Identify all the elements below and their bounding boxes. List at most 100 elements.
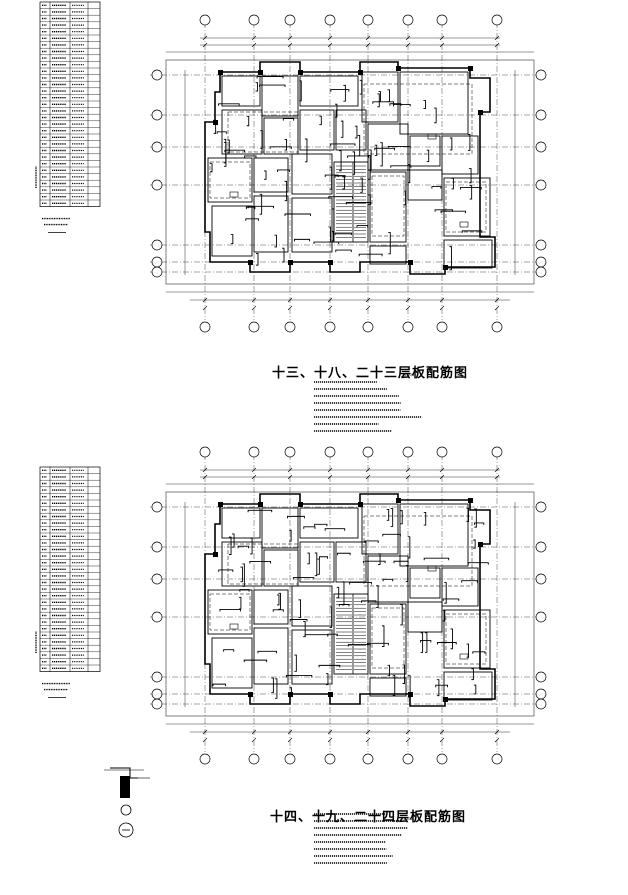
rebar-mark: [325, 673, 329, 686]
rebar-mark: [347, 155, 370, 158]
rebar-mark: [376, 585, 379, 608]
room-wall: [291, 197, 333, 253]
rebar-mark: [313, 241, 340, 245]
rebar-mark: [330, 89, 350, 92]
plan-scale-lower: 1:100: [403, 816, 414, 821]
rebar-mark: [218, 103, 240, 106]
rebar-schedule-2: [35, 466, 101, 698]
rebar-mark: [368, 154, 371, 180]
dimension-tick: [439, 297, 445, 303]
axis-bubble-left: [151, 256, 163, 268]
rebar-mark: [442, 598, 460, 601]
rebar-mark: [450, 628, 453, 650]
rebar-mark: [304, 138, 308, 163]
axis-bubble-right: [535, 239, 547, 251]
dimension-tick: [202, 729, 208, 735]
rebar-mark: [467, 562, 489, 565]
dimension-frame: [165, 59, 535, 285]
dimension-tick: [202, 297, 208, 303]
axis-bubble-right: [535, 69, 547, 81]
rebar-mark: [436, 679, 440, 697]
rebar-mark: [387, 89, 390, 102]
rebar-mark: [444, 582, 447, 604]
dimension-tick: [405, 737, 411, 743]
dimension-tick: [202, 737, 208, 743]
rebar-mark: [402, 664, 406, 684]
axis-bubble-top: [284, 14, 296, 26]
axis-bubble-bottom: [491, 753, 503, 765]
room-wall: [261, 75, 299, 117]
axis-bubble-top: [248, 14, 260, 26]
room-wall: [407, 601, 443, 633]
rebar-mark: [434, 107, 437, 124]
rebar-mark: [336, 586, 340, 599]
rebar-mark: [389, 103, 402, 106]
rebar-mark: [244, 155, 257, 158]
rebar-mark: [334, 232, 353, 236]
rebar-mark: [424, 632, 428, 653]
dimension-tick: [287, 737, 293, 743]
room-wall: [263, 549, 299, 587]
rebar-mark: [405, 565, 409, 582]
axis-bubble-bottom: [436, 753, 448, 765]
axis-bubble-left: [151, 573, 163, 585]
room-wall: [441, 567, 479, 607]
rebar-mark: [343, 84, 346, 102]
room-wall: [361, 71, 399, 123]
axis-bubble-bottom: [402, 753, 414, 765]
dimension-tick: [405, 729, 411, 735]
rebar-mark: [282, 118, 295, 121]
rebar-mark: [257, 650, 277, 654]
rebar-mark: [423, 557, 450, 561]
rebar-mark: [229, 536, 232, 555]
rebar-mark: [368, 194, 371, 205]
axis-bubble-bottom: [324, 753, 336, 765]
dimension-tick: [251, 737, 257, 743]
section-beam: [120, 776, 130, 798]
building-outline: [204, 61, 496, 275]
room-wall: [333, 161, 369, 243]
rebar-mark: [314, 523, 328, 527]
room-wall: [263, 117, 299, 155]
rebar-mark: [299, 80, 302, 102]
rebar-mark: [374, 144, 378, 156]
rebar-mark: [466, 643, 469, 658]
dimension-tick: [365, 729, 371, 735]
rebar-mark: [407, 536, 411, 559]
dimension-tick: [439, 729, 445, 735]
axis-bubble-top: [248, 446, 260, 458]
rebar-mark: [294, 238, 311, 242]
rebar-mark: [339, 150, 342, 172]
column: [298, 502, 303, 507]
slab-tag: [459, 221, 469, 228]
axis-bubble-top: [491, 14, 503, 26]
rebar-mark: [435, 684, 448, 688]
rebar-mark: [259, 193, 263, 215]
room-wall: [409, 135, 441, 167]
rebar-mark: [242, 563, 245, 587]
rebar-mark: [224, 149, 245, 153]
rebar-mark: [337, 552, 351, 556]
rebar-mark: [317, 558, 320, 575]
rebar-mark: [256, 252, 259, 266]
rebar-mark: [358, 253, 383, 257]
axis-bubble-top: [199, 14, 211, 26]
room-wall: [291, 629, 333, 685]
slab-outline: [227, 543, 299, 585]
rebar-mark: [381, 625, 385, 647]
rebar-mark: [403, 190, 407, 206]
rebar-mark: [240, 566, 243, 583]
plan-title-lower: 十四、十九、二十四层板配筋图: [270, 810, 467, 825]
column: [396, 498, 401, 503]
room-wall: [443, 609, 491, 669]
room-wall: [335, 109, 367, 151]
room-wall: [369, 245, 407, 265]
rebar-mark: [342, 176, 345, 190]
column: [328, 260, 333, 265]
column: [443, 265, 448, 270]
axis-bubble-bottom: [402, 321, 414, 333]
rebar-mark: [271, 677, 274, 693]
rebar-mark: [292, 577, 315, 580]
rebar-mark: [423, 511, 427, 526]
rebar-mark: [276, 594, 280, 606]
